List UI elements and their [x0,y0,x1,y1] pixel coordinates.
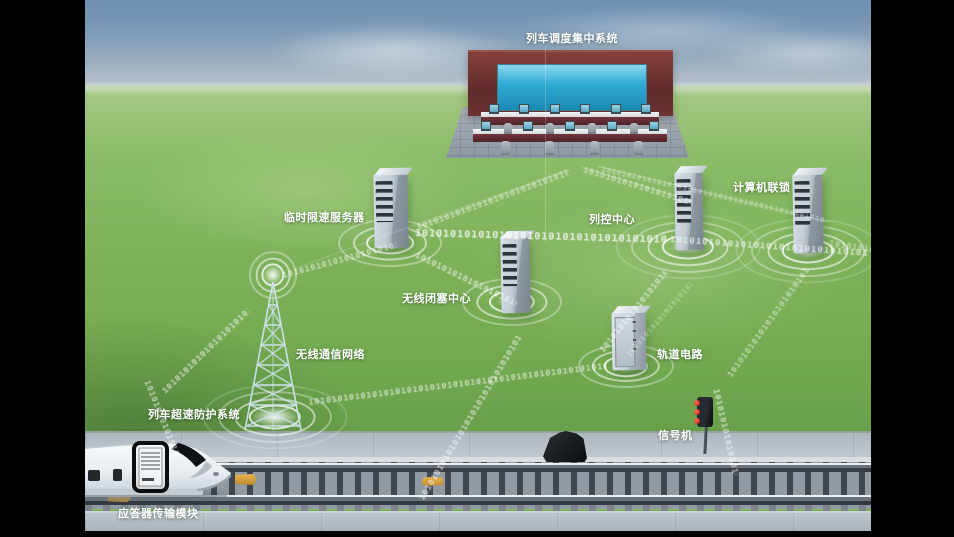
label-dispatch-center: 列车调度集中系统 [526,32,618,45]
balise [235,474,257,485]
chairs [483,141,661,153]
track-shoulder [85,431,871,459]
high-speed-train [85,441,231,501]
radio-tower [244,281,302,431]
label-radio-block-center: 无线闭塞中心 [402,292,471,305]
label-tsr-server: 临时限速服务器 [284,211,365,224]
rail [85,495,871,505]
antenna-wave-rings [249,251,297,299]
chairs [487,123,655,132]
label-train-control-center: 列控中心 [589,213,635,226]
cloud [515,6,815,56]
label-computer-interlocking: 计算机联锁 [733,181,791,194]
label-wireless-network: 无线通信网络 [296,348,365,361]
balise [421,477,443,486]
scene: 1010101010101010101010101010101010101010… [85,0,871,531]
cloud [705,28,871,76]
rail-fasteners [85,505,871,511]
railway-track [85,431,871,531]
rail [85,463,871,472]
label-balise-module: 应答器传输模块 [118,507,199,520]
video-wall-screen [497,64,647,111]
concrete-apron [85,511,871,531]
building-wall [468,50,673,116]
workstation-desk-row [473,121,667,142]
label-track-circuit: 轨道电路 [657,348,703,361]
label-overspeed-protection: 列车超速防护系统 [148,408,240,421]
signal-light-icon [694,397,713,427]
network-link-line [545,46,546,242]
label-signal-machine: 信号机 [658,429,693,442]
